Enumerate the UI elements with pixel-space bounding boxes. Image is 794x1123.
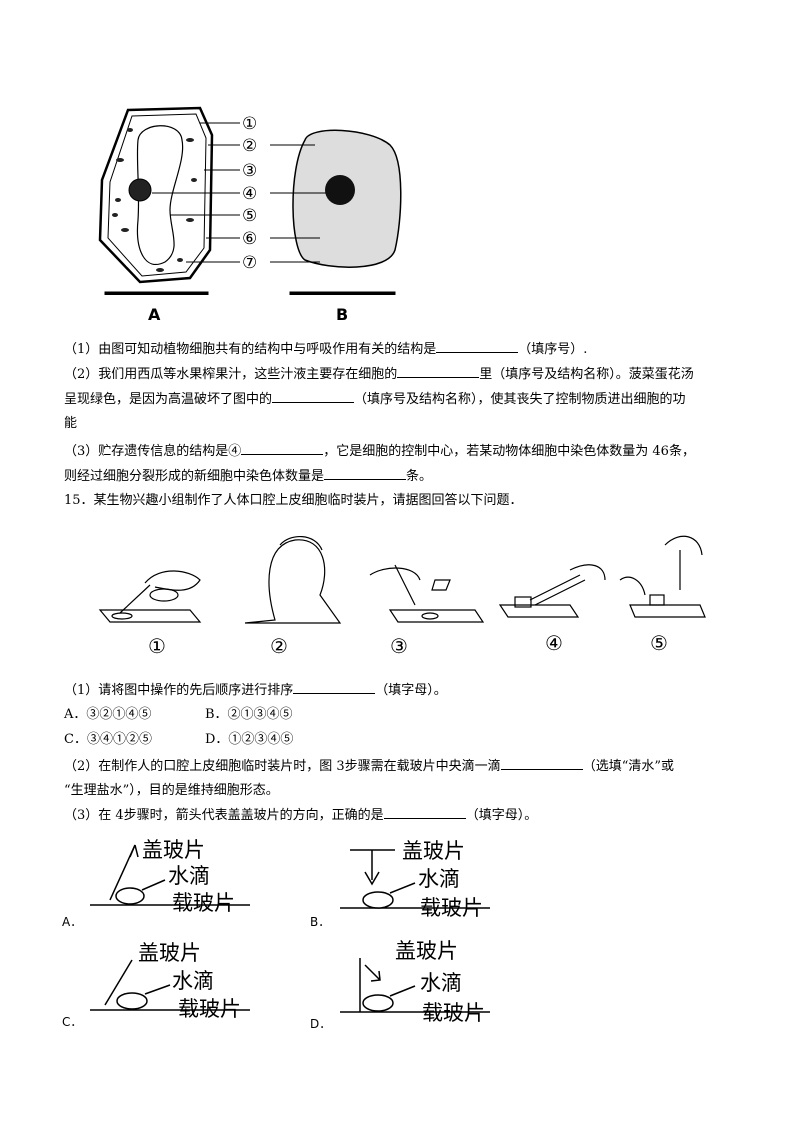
q14-part2-line1: （2）我们用西瓜等水果榨果汁，这些汁液主要存在细胞的 里（填序号及结构名称）。菠菜… [64, 365, 694, 384]
answer-blank[interactable] [324, 467, 407, 480]
slide-text: 载玻片 [172, 891, 235, 915]
answer-blank[interactable] [293, 681, 376, 694]
label-2: ② [242, 136, 257, 156]
q15-part1: （1）请将图中操作的先后顺序进行排序 （填字母）。 [64, 681, 447, 700]
q15-part3: （3）在 4步骤时，箭头代表盖盖玻片的方向，正确的是 （填字母）。 [64, 806, 537, 825]
answer-blank[interactable] [500, 757, 583, 770]
diagram-a-letter: A． [62, 915, 82, 929]
q15-p1-text: （1）请将图中操作的先后顺序进行排序 [64, 683, 294, 698]
diagram-a: 盖玻片 水滴 载玻片 A． [62, 838, 250, 929]
cell-a-label: A [148, 305, 161, 324]
q15-title: 15．某生物兴趣小组制作了人体口腔上皮细胞临时装片，请据图回答以下问题． [64, 493, 523, 508]
plant-cell [98, 106, 214, 284]
q14-p2-text-e: 能 [64, 416, 78, 431]
step-label-1: ① [148, 634, 166, 658]
q14-part1: （1）由图可知动植物细胞共有的结构中与呼吸作用有关的结构是 （填序号）. [64, 340, 587, 359]
q14-p2-text: （2）我们用西瓜等水果榨果汁，这些汁液主要存在细胞的 [64, 367, 398, 382]
option-d[interactable]: D．①②③④⑤ [205, 732, 294, 747]
drop-text: 水滴 [168, 864, 210, 888]
label-6: ⑥ [242, 229, 257, 249]
option-b[interactable]: B．②①③④⑤ [205, 707, 293, 722]
steps-figure: ① ② ③ ④ ⑤ [98, 535, 706, 658]
cover-text: 盖玻片 [138, 941, 201, 965]
q15-p3-text: （3）在 4步骤时，箭头代表盖盖玻片的方向，正确的是 [64, 808, 384, 823]
q14-p2-text-d: （填序号及结构名称），使其丧失了控制物质进出细胞的功 [354, 392, 686, 407]
answer-blank[interactable] [241, 442, 324, 455]
q14-p3-text-b: ，它是细胞的控制中心，若某动物体细胞中染色体数量为 46条， [323, 444, 695, 459]
q15-p2-text-b: （选填“清水”或 [582, 759, 674, 774]
diagram-c-letter: C． [62, 1015, 82, 1029]
diagram-d-letter: D． [310, 1017, 331, 1031]
answer-blank[interactable] [436, 340, 519, 353]
option-a[interactable]: A．③②①④⑤ [64, 707, 152, 722]
q14-part2-line3: 能 [64, 415, 77, 433]
label-1: ① [242, 114, 257, 134]
q14-part3-line1: （3）贮存遗传信息的结构是④ ，它是细胞的控制中心，若某动物体细胞中染色体数量为 … [64, 442, 695, 461]
label-5: ⑤ [242, 206, 257, 226]
coverslip-diagrams: 盖玻片 水滴 载玻片 A． 盖玻片 水滴 载玻片 B． 盖玻片 水滴 载玻片 [62, 838, 490, 1031]
answer-blank[interactable] [272, 390, 355, 403]
q15-part2-line1: （2）在制作人的口腔上皮细胞临时装片时，图 3步骤需在载玻片中央滴一滴 （选填“清… [64, 757, 674, 776]
label-4: ④ [242, 184, 257, 204]
q14-p2-text-c: 呈现绿色，是因为高温破坏了图中的 [64, 392, 273, 407]
option-c[interactable]: C．③④①②⑤ [64, 732, 152, 747]
diagram-d: 盖玻片 水滴 载玻片 D． [310, 939, 490, 1031]
step-label-5: ⑤ [650, 631, 668, 655]
answer-blank[interactable] [397, 365, 480, 378]
q14-part2-line2: 呈现绿色，是因为高温破坏了图中的 （填序号及结构名称），使其丧失了控制物质进出细胞… [64, 390, 686, 409]
slide-text: 载玻片 [420, 896, 483, 920]
diagram-c: 盖玻片 水滴 载玻片 C． [62, 941, 250, 1029]
diagram-b: 盖玻片 水滴 载玻片 B． [310, 839, 490, 929]
label-3: ③ [242, 161, 257, 181]
step-label-2: ② [270, 634, 288, 658]
label-7: ⑦ [242, 253, 257, 273]
slide-text: 载玻片 [178, 997, 241, 1021]
cover-text: 盖玻片 [402, 839, 465, 863]
q15-part2-line2: “生理盐水”），目的是维持细胞形态。 [64, 783, 279, 798]
drop-text: 水滴 [420, 971, 462, 995]
cover-text: 盖玻片 [395, 939, 458, 963]
q14-p3-text-c: 则经过细胞分裂形成的新细胞中染色体数量是 [64, 469, 325, 484]
slide-text: 载玻片 [422, 1001, 485, 1025]
step-label-4: ④ [545, 631, 563, 655]
q14-p1-text: （1）由图可知动植物细胞共有的结构中与呼吸作用有关的结构是 [64, 342, 437, 357]
drop-text: 水滴 [172, 969, 214, 993]
diagram-b-letter: B． [310, 915, 330, 929]
cell-b-label: B [336, 305, 348, 324]
q14-part3-line2: 则经过细胞分裂形成的新细胞中染色体数量是 条。 [64, 467, 432, 486]
drop-text: 水滴 [418, 867, 460, 891]
animal-cell [292, 129, 402, 268]
q14-p3-text: （3）贮存遗传信息的结构是④ [64, 444, 242, 459]
q14-p3-text-d: 条。 [406, 469, 433, 484]
answer-blank[interactable] [383, 806, 466, 819]
q14-p2-text-b: 里（填序号及结构名称）。菠菜蛋花汤 [479, 367, 694, 382]
q14-p1-suffix: （填序号）. [518, 342, 588, 357]
cell-figure: ① ② ③ ④ ⑤ ⑥ ⑦ A B [98, 106, 402, 324]
step-label-3: ③ [390, 634, 408, 658]
q15-p2-text: （2）在制作人的口腔上皮细胞临时装片时，图 3步骤需在载玻片中央滴一滴 [64, 759, 501, 774]
cover-text: 盖玻片 [142, 838, 205, 862]
q15-p1-suffix: （填字母）。 [375, 683, 447, 698]
q15-p3-suffix: （填字母）。 [465, 808, 538, 823]
